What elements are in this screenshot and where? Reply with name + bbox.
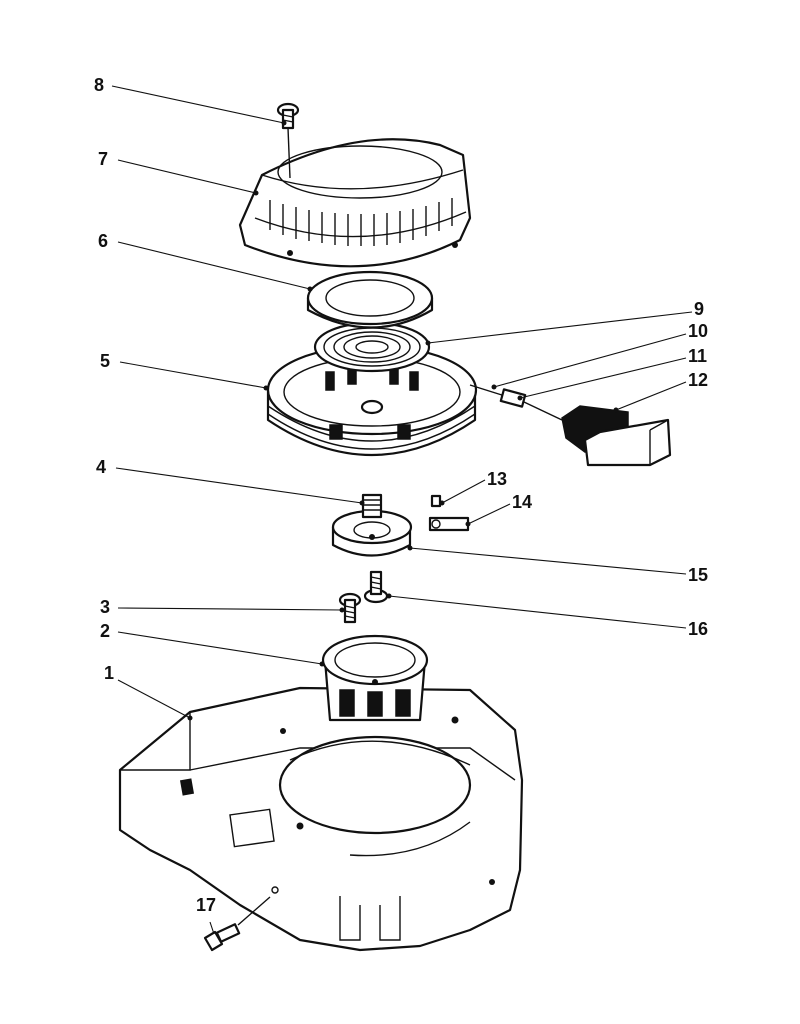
callout-9: 9: [694, 299, 705, 319]
callout-13: 13: [487, 469, 508, 489]
callout-4: 4: [96, 457, 107, 477]
callout-17: 17: [196, 895, 217, 915]
part-14-pawl: [428, 516, 470, 532]
part-3-bolt: [338, 592, 362, 624]
callout-15: 15: [688, 565, 709, 585]
part-8-screw: [276, 102, 300, 179]
callout-7: 7: [98, 149, 109, 169]
part-12-handle: [561, 405, 672, 467]
callout-1: 1: [104, 663, 115, 683]
callout-2: 2: [100, 621, 111, 641]
callout-3: 3: [100, 597, 111, 617]
callout-5: 5: [100, 351, 111, 371]
callout-16: 16: [688, 619, 709, 639]
part-4-spring: [361, 493, 383, 519]
callout-10: 10: [688, 321, 709, 341]
leader-lines: [111, 85, 693, 935]
part-7-cover: [238, 138, 472, 268]
callout-12: 12: [688, 370, 709, 390]
part-6-spring-cover: [306, 270, 434, 329]
callout-8: 8: [94, 75, 105, 95]
callout-6: 6: [98, 231, 109, 251]
part-17-bolt: [203, 896, 271, 952]
part-16-screw: [363, 570, 389, 604]
part-1-housing: [118, 686, 524, 952]
callout-11: 11: [688, 346, 708, 366]
part-13-spring: [430, 494, 442, 508]
part-10-11-rope-and-handle: [469, 384, 563, 421]
part-2-starter-cup: [321, 634, 429, 722]
callout-14: 14: [512, 492, 533, 512]
part-9-recoil-spring: [313, 321, 431, 373]
